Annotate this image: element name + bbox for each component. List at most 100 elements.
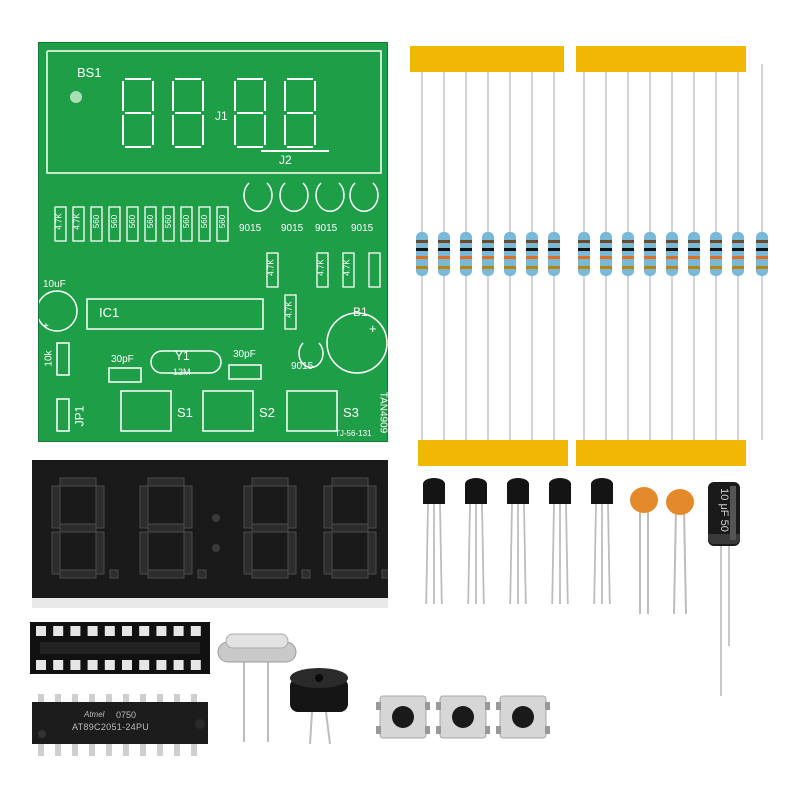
j2-label: J2 [279, 153, 292, 167]
resistor [578, 72, 590, 440]
resistor [548, 72, 560, 440]
display-segment [331, 477, 369, 487]
display-segment [381, 569, 388, 579]
resistor-560-label: 560 [182, 214, 192, 229]
transistor-9015-c-label: 9015 [315, 223, 338, 234]
ceramic-capacitor [666, 489, 694, 515]
tactile-button-row [376, 695, 550, 739]
s3-label: S3 [343, 405, 359, 420]
display-segment [51, 485, 61, 529]
resistor-tape-bottom-left [418, 440, 568, 466]
display-segment [323, 485, 333, 529]
transistor [465, 478, 487, 605]
resistor-560-label: 560 [128, 214, 138, 229]
transistor-9015-d-label: 9015 [351, 223, 374, 234]
plus-sign-10uf: + [43, 321, 49, 332]
ceramic-capacitor [630, 487, 658, 513]
tactile-button [436, 695, 490, 739]
crystal-oscillator [217, 633, 297, 742]
display-segment [243, 485, 253, 529]
display-segment [51, 531, 61, 575]
display-segment [95, 485, 105, 529]
resistor-560-label: 560 [164, 214, 174, 229]
display-segment [251, 477, 289, 487]
ic-socket [30, 622, 210, 674]
display-segment [183, 485, 193, 529]
transistor [591, 478, 613, 605]
seven-segment-display [32, 460, 388, 608]
resistor-560-label: 560 [146, 214, 156, 229]
resistor [666, 72, 678, 440]
transistor-9015-e-label: 9015 [291, 361, 314, 372]
tactile-button [496, 695, 550, 739]
s1-label: S1 [177, 405, 193, 420]
display-segment [331, 523, 369, 533]
display-segment [139, 485, 149, 529]
resistor [688, 72, 700, 440]
s2-label: S2 [259, 405, 275, 420]
transistor [507, 478, 529, 605]
pcb-silkscreen [39, 50, 388, 432]
resistor-4k7-label: 4.7K [54, 213, 64, 230]
resistor [526, 72, 538, 440]
transistor-9015-a-label: 9015 [239, 223, 262, 234]
ic1-label: IC1 [99, 305, 120, 320]
display-segment [109, 569, 119, 579]
resistor [438, 72, 450, 440]
display-segment [251, 523, 289, 533]
resistor-tape-top-left [410, 46, 564, 72]
resistor-tape-top-right [576, 46, 746, 72]
plus-sign-b1: + [369, 321, 377, 336]
board-id-label: TAN4909 [377, 391, 389, 434]
display-segment [287, 531, 297, 575]
tactile-button [376, 695, 430, 739]
cap-30pf-left-label: 30pF [111, 354, 134, 365]
display-segment [287, 485, 297, 529]
electrolytic-capacitor: 10 μF 50 [706, 482, 742, 698]
transistor [423, 478, 445, 605]
j1-label: J1 [215, 109, 228, 123]
y1-label: Y1 [175, 349, 190, 363]
display-segment [367, 485, 377, 529]
resistor-560-label: 560 [218, 214, 228, 229]
resistor-4k7-label: 4.7K [72, 213, 82, 230]
resistor-array [416, 64, 768, 440]
display-segment [59, 477, 97, 487]
transistor-row [423, 478, 613, 605]
seven-segment-digits [51, 477, 388, 579]
resistor [732, 72, 744, 440]
resistor [600, 72, 612, 440]
resistor [504, 72, 516, 440]
jp1-label: JP1 [72, 405, 87, 427]
resistor-tape-bottom-right [576, 440, 746, 466]
resistor-560-label: 560 [200, 214, 210, 229]
display-segment [301, 569, 311, 579]
transistor [549, 478, 571, 605]
ceramic-capacitor-pair [630, 487, 694, 615]
pcb-board: BS1 J1 J2 IC1 Y1 12M 30pF 30pF 10uF + 10… [38, 42, 388, 442]
display-segment [251, 569, 289, 579]
display-segment [243, 531, 253, 575]
board-code-label: TJ-56-131 [335, 429, 372, 438]
resistor [460, 72, 472, 440]
display-segment [197, 569, 207, 579]
display-segment [147, 569, 185, 579]
resistor-560-label: 560 [92, 214, 102, 229]
chip-brand-logo: Atmel [84, 710, 105, 719]
display-segment [183, 531, 193, 575]
resistor [710, 72, 722, 440]
chip-date-code: 0750 [116, 710, 137, 720]
b1-label: B1 [353, 305, 368, 319]
electrolytic-capacitor-label: 10 μF 50 [717, 488, 730, 532]
microcontroller-chip: Atmel 0750 AT89C2051-24PU [28, 692, 212, 758]
resistor-10k-label: 10k [43, 350, 55, 367]
display-segment [139, 531, 149, 575]
resistor-4k7-label: 4.7K [284, 301, 294, 318]
display-segment [59, 569, 97, 579]
cap-30pf-right-label: 30pF [233, 349, 256, 360]
display-segment [331, 569, 369, 579]
resistor [622, 72, 634, 440]
display-segment [59, 523, 97, 533]
resistor-560-label: 560 [110, 214, 120, 229]
buzzer [290, 668, 348, 745]
